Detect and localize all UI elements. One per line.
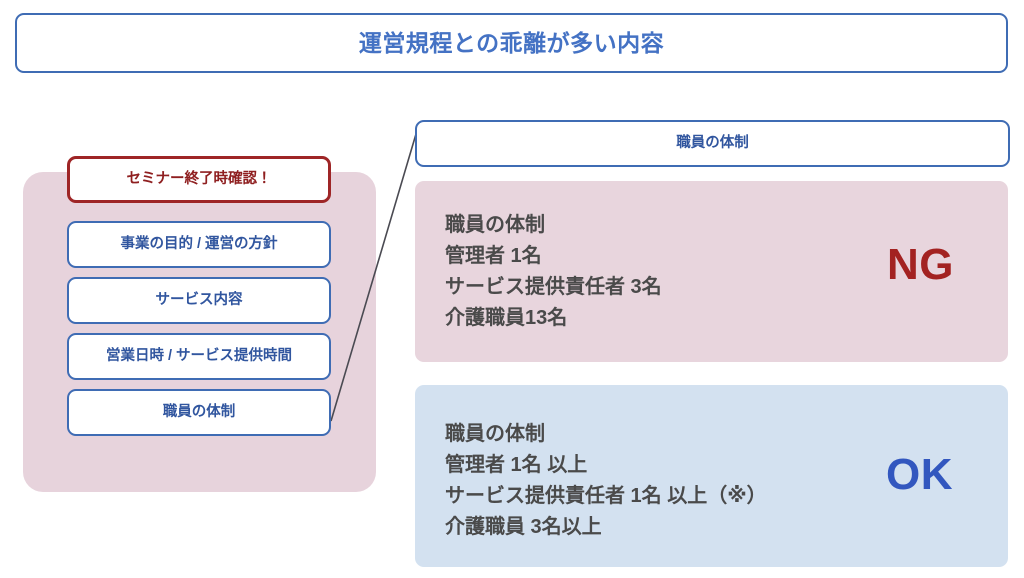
checklist-item-label: 事業の目的 / 運営の方針	[120, 236, 278, 253]
result-line: 管理者 1名 以上	[445, 454, 588, 476]
checklist-item-label: 営業日時 / サービス提供時間	[105, 348, 293, 365]
result-ng-text: 職員の体制 管理者 1名 サービス提供責任者 3名 介護職員13名	[445, 210, 662, 334]
result-line: サービス提供責任者 1名 以上（※）	[445, 485, 767, 507]
result-line: サービス提供責任者 3名	[445, 276, 662, 298]
result-line: 職員の体制	[445, 423, 545, 445]
checklist-item-label: サービス内容	[155, 292, 243, 309]
checklist-item-service-content[interactable]: サービス内容	[67, 277, 331, 324]
verdict-badge-ng: NG	[887, 240, 954, 289]
page-title: 運営規程との乖離が多い内容	[358, 29, 665, 56]
result-line: 介護職員13名	[445, 307, 568, 329]
detail-header-label: 職員の体制	[676, 135, 749, 152]
detail-header: 職員の体制	[415, 120, 1010, 167]
checklist-item-seminar-confirm[interactable]: セミナー終了時確認！	[67, 156, 331, 203]
checklist-items: セミナー終了時確認！ 事業の目的 / 運営の方針 サービス内容 営業日時 / サ…	[67, 156, 331, 436]
result-line: 職員の体制	[445, 214, 545, 236]
checklist-item-label: セミナー終了時確認！	[126, 171, 272, 188]
result-line: 介護職員 3名以上	[445, 516, 602, 538]
slide-title-banner: 運営規程との乖離が多い内容	[15, 13, 1008, 73]
result-ok-text: 職員の体制 管理者 1名 以上 サービス提供責任者 1名 以上（※） 介護職員 …	[445, 419, 767, 543]
result-card-ng: 職員の体制 管理者 1名 サービス提供責任者 3名 介護職員13名 NG	[415, 181, 1008, 362]
checklist-item-business-hours[interactable]: 営業日時 / サービス提供時間	[67, 333, 331, 380]
verdict-badge-ok: OK	[886, 450, 953, 499]
checklist-item-purpose-policy[interactable]: 事業の目的 / 運営の方針	[67, 221, 331, 268]
checklist-item-staff-structure[interactable]: 職員の体制	[67, 389, 331, 436]
result-card-ok: 職員の体制 管理者 1名 以上 サービス提供責任者 1名 以上（※） 介護職員 …	[415, 385, 1008, 567]
checklist-item-label: 職員の体制	[162, 404, 236, 421]
result-line: 管理者 1名	[445, 245, 542, 267]
